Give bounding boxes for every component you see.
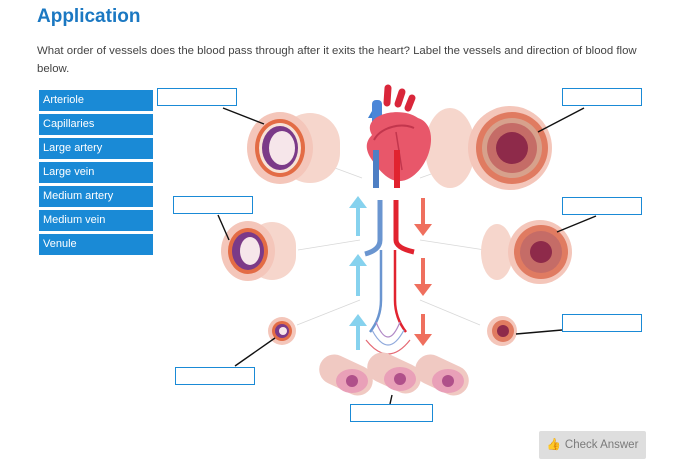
- drop-zone-middle-left[interactable]: [173, 196, 253, 214]
- arrow-down-icon: [414, 258, 432, 296]
- label-large-artery[interactable]: Large artery: [39, 138, 153, 159]
- medium-vein-cross-section: [221, 221, 296, 281]
- label-bank: Arteriole Capillaries Large artery Large…: [39, 90, 153, 258]
- drop-zone-bottom-left[interactable]: [175, 367, 255, 385]
- large-artery-cross-section: [425, 106, 552, 190]
- drop-zone-middle-right[interactable]: [562, 197, 642, 215]
- capillaries-illustration: [319, 352, 469, 396]
- arrow-up-icon: [349, 196, 367, 236]
- drop-zone-top-left[interactable]: [157, 88, 237, 106]
- medium-artery-cross-section: [481, 220, 572, 284]
- drop-zone-top-right[interactable]: [562, 88, 642, 106]
- question-text: What order of vessels does the blood pas…: [37, 45, 637, 75]
- label-medium-vein[interactable]: Medium vein: [39, 210, 153, 231]
- page-title: Application: [37, 6, 141, 27]
- arrow-up-icon: [349, 254, 367, 296]
- label-medium-artery[interactable]: Medium artery: [39, 186, 153, 207]
- drop-zone-capillaries[interactable]: [350, 404, 433, 422]
- label-capillaries[interactable]: Capillaries: [39, 114, 153, 135]
- arrow-down-icon: [414, 314, 432, 346]
- guide-lines: [296, 167, 486, 326]
- drop-zone-bottom-right[interactable]: [562, 314, 642, 332]
- check-answer-label: Check Answer: [564, 439, 639, 451]
- label-venule[interactable]: Venule: [39, 234, 153, 255]
- thumbs-up-icon: 👍: [546, 439, 561, 451]
- vessel-trunks: [364, 150, 415, 355]
- arteriole-cross-section: [487, 316, 517, 346]
- label-large-vein[interactable]: Large vein: [39, 162, 153, 183]
- check-answer-button[interactable]: 👍Check Answer: [539, 431, 646, 459]
- blood-flow-arrows: [349, 196, 432, 350]
- arrow-down-icon: [414, 198, 432, 236]
- label-arteriole[interactable]: Arteriole: [39, 90, 153, 111]
- leader-lines: [217, 107, 597, 405]
- heart-illustration: [366, 84, 432, 182]
- arrow-up-icon: [349, 314, 367, 350]
- large-vein-cross-section: [247, 112, 340, 184]
